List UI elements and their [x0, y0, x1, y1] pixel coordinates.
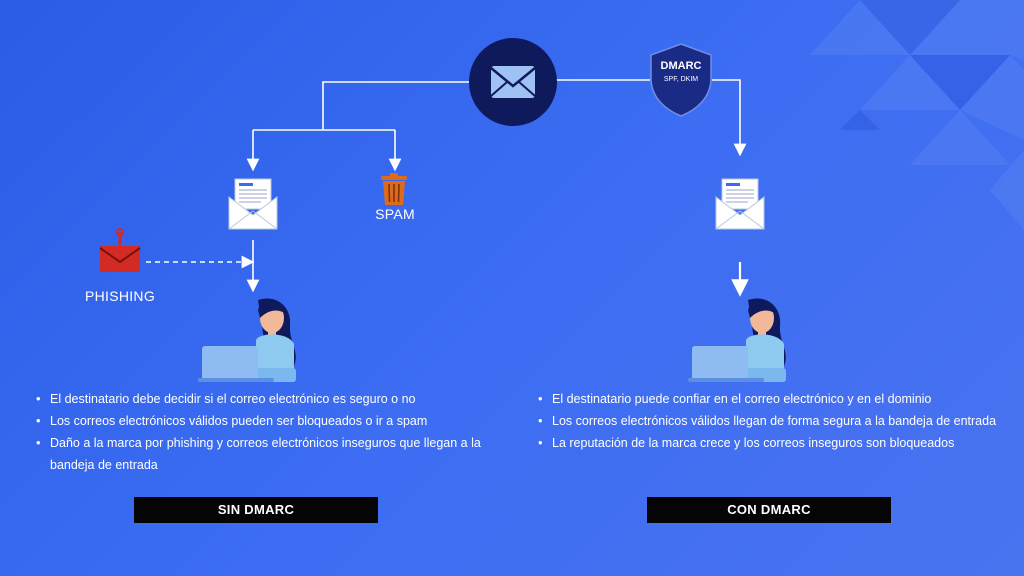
left-bullet: El destinatario debe decidir si el corre…: [34, 388, 494, 410]
dmarc-shield: DMARC SPF, DKIM: [648, 42, 714, 118]
central-mail-node: [469, 38, 557, 126]
inbox-envelope-right: [715, 178, 765, 230]
left-bullet: Los correos electrónicos válidos pueden …: [34, 410, 494, 432]
right-bullet: La reputación de la marca crece y los co…: [536, 432, 1018, 454]
right-bullet: El destinatario puede confiar en el corr…: [536, 388, 1018, 410]
sin-dmarc-tag: SIN DMARC: [134, 497, 378, 523]
right-bullet: Los correos electrónicos válidos llegan …: [536, 410, 1018, 432]
user-at-laptop-left: [198, 298, 296, 382]
con-dmarc-tag: CON DMARC: [647, 497, 891, 523]
connector-shield-right: [712, 79, 747, 157]
user-at-laptop-right: [688, 298, 786, 382]
left-bullet: Daño a la marca por phishing y correos e…: [34, 432, 494, 476]
trash-icon: [381, 173, 407, 205]
mail-icon: [490, 66, 536, 98]
shield-subtitle: SPF, DKIM: [663, 76, 699, 83]
left-bullet-list: El destinatario debe decidir si el corre…: [34, 388, 494, 476]
spam-label: SPAM: [375, 206, 415, 222]
inbox-envelope-left: [228, 178, 278, 230]
shield-title: DMARC: [660, 60, 702, 72]
phishing-label: PHISHING: [84, 288, 156, 304]
connector-center-left: [322, 81, 470, 130]
phishing-icon: [99, 228, 141, 272]
shield-icon: [650, 43, 712, 117]
right-bullet-list: El destinatario puede confiar en el corr…: [536, 388, 1018, 454]
